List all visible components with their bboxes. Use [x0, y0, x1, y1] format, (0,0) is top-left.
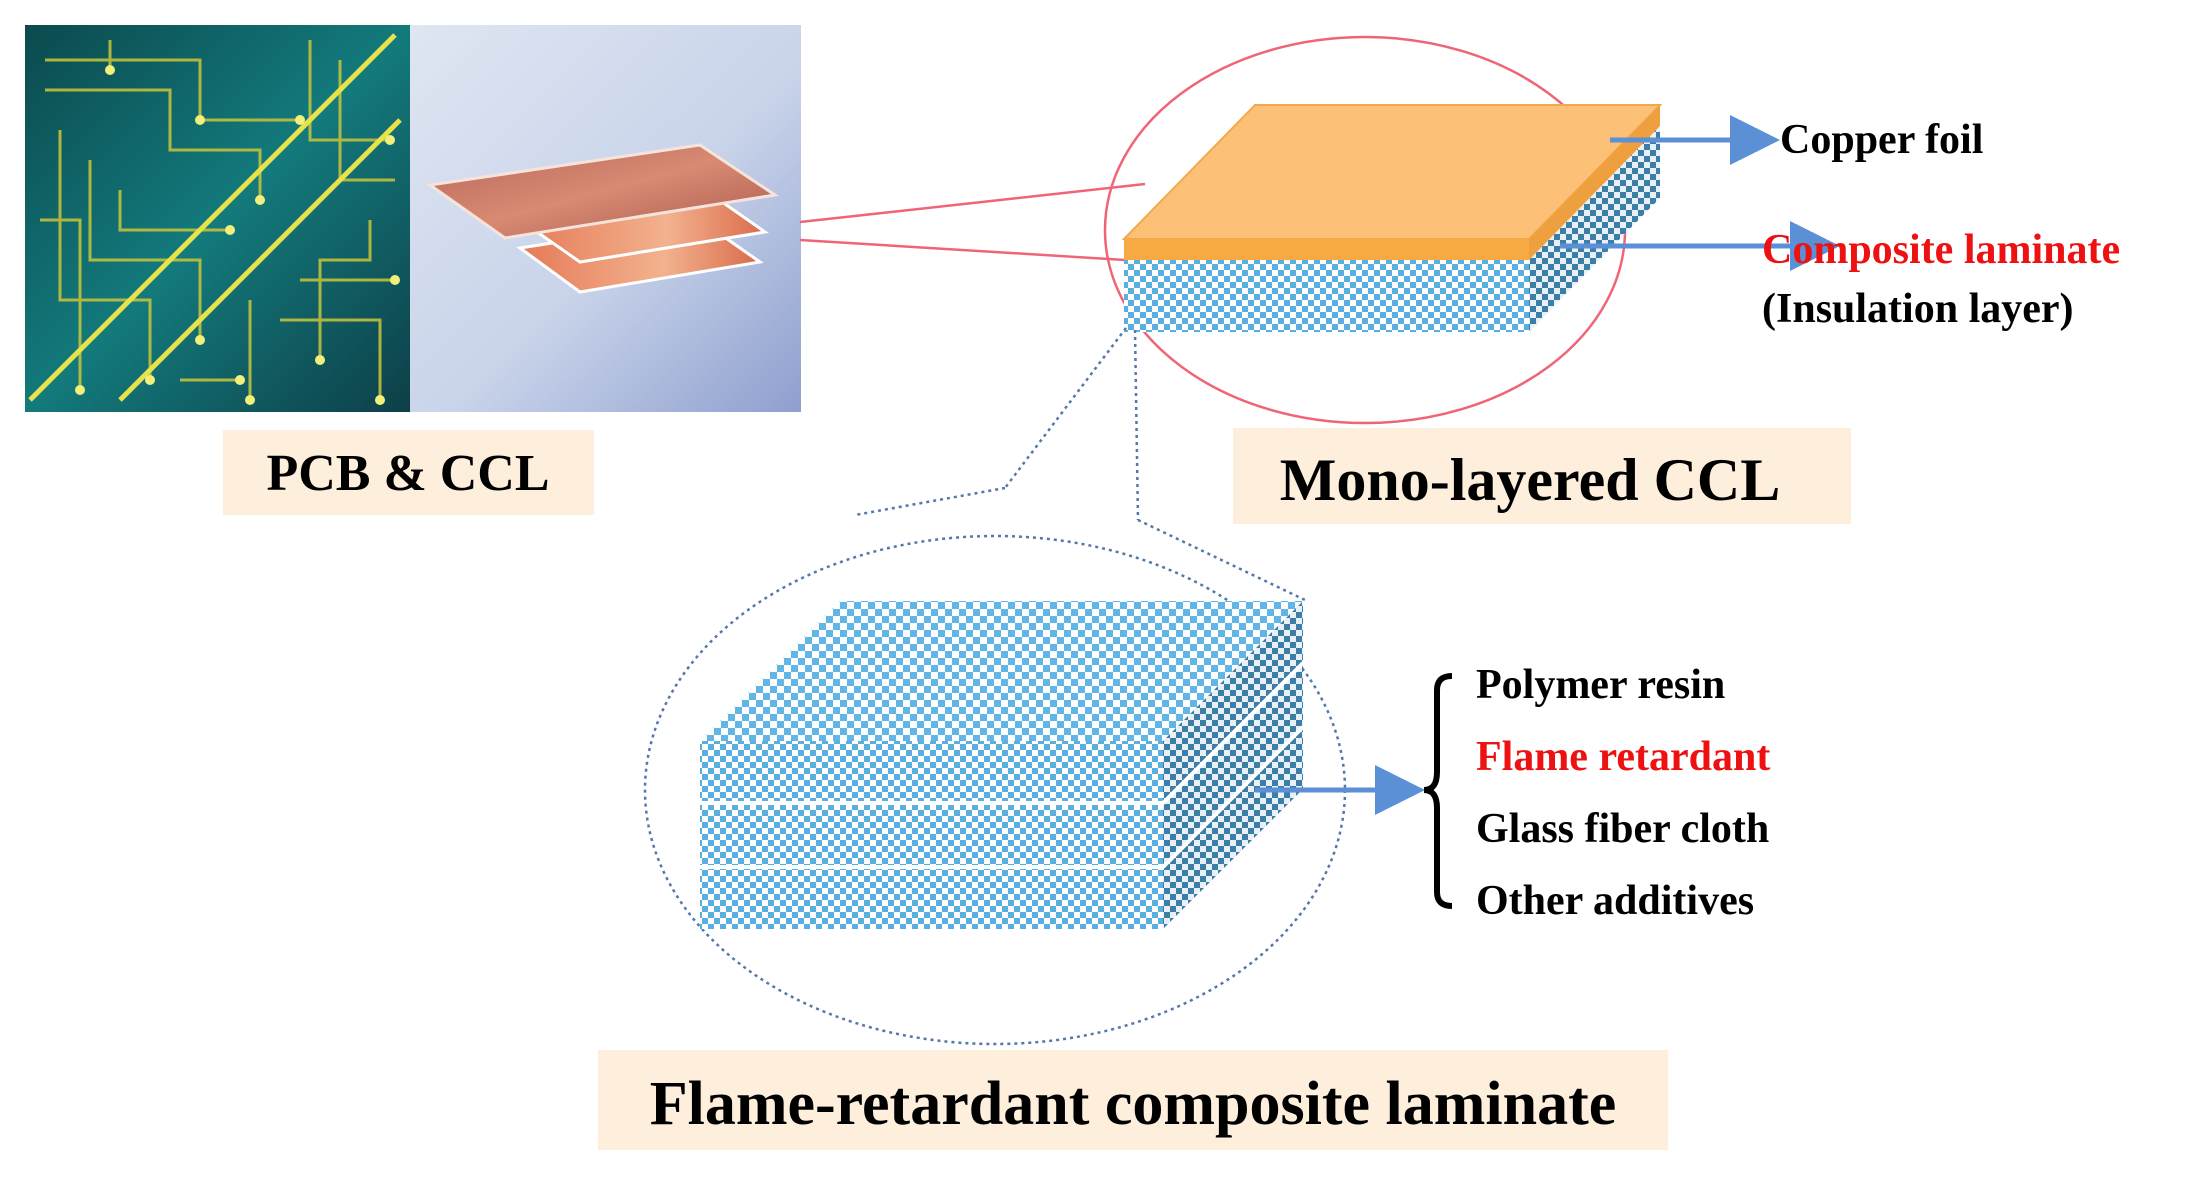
zoom-lines	[854, 327, 1306, 602]
fr-laminate-block	[700, 601, 1305, 929]
mono-layer-ccl-block	[1121, 104, 1663, 332]
component-polymer-resin: Polymer resin	[1476, 662, 1725, 708]
fr-laminate-label-bg	[598, 1050, 1668, 1150]
component-other-additives: Other additives	[1476, 878, 1754, 924]
circuit-board-image	[25, 25, 410, 412]
copper-foil-label: Copper foil	[1780, 117, 1983, 163]
pcb-ccl-label-bg	[223, 430, 594, 515]
mono-layered-label-bg	[1233, 428, 1851, 524]
components-bracket	[1423, 673, 1453, 909]
composite-laminate-label: Composite laminate	[1762, 227, 2120, 273]
insulation-layer-label: (Insulation layer)	[1762, 286, 2074, 332]
pcb-ccl-label: PCB & CCL	[266, 445, 549, 502]
component-flame-retardant: Flame retardant	[1476, 734, 1770, 780]
callout-lines	[799, 182, 1146, 262]
component-glass-fiber-cloth: Glass fiber cloth	[1476, 806, 1769, 852]
copper-clad-sheets-image	[410, 25, 801, 412]
fr-laminate-label: Flame-retardant composite laminate	[650, 1070, 1617, 1138]
mono-layered-label: Mono-layered CCL	[1280, 447, 1781, 513]
